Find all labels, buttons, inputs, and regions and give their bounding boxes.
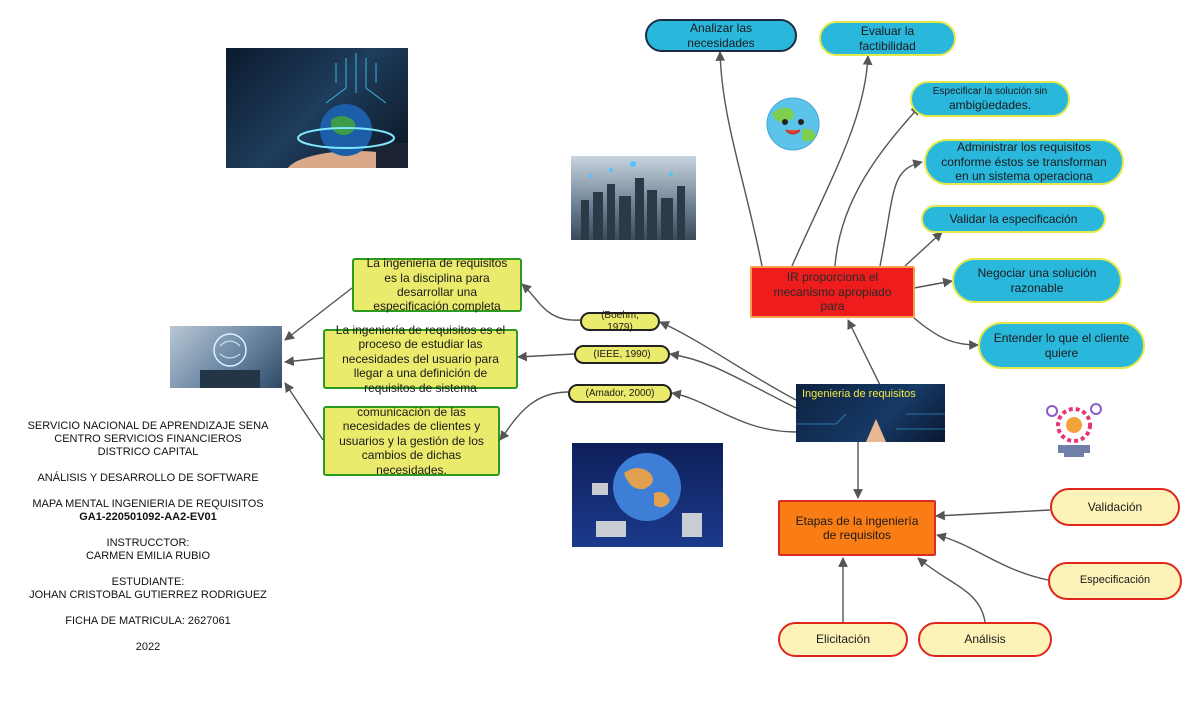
citation-ieee[interactable]: (IEEE, 1990): [574, 345, 670, 364]
link-def2-img: [284, 356, 324, 366]
gears-computer-icon: [1040, 395, 1108, 463]
node-negociar-solucion[interactable]: Negociar una solución razonable: [952, 258, 1122, 303]
link-center-amador: [671, 389, 797, 433]
definition-amador[interactable]: comunicación de las necesidades de clien…: [323, 405, 500, 477]
node-ir-mecanismo[interactable]: IR proporciona el mecanismo apropiado pa…: [750, 266, 915, 318]
node-administrar-requisitos[interactable]: Administrar los requisitos conforme ésto…: [924, 139, 1124, 185]
stage-elicitacion[interactable]: Elicitación: [778, 622, 908, 657]
brain-tech-image: [170, 326, 282, 388]
link-validacion: [935, 509, 1051, 521]
link-def3-img: [284, 382, 324, 441]
link-ir-especificar: [834, 105, 921, 267]
node-entender-cliente[interactable]: Entender lo que el cliente quiere: [978, 322, 1145, 369]
info-line: FICHA DE MATRICULA: 2627061: [65, 615, 231, 627]
info-line: SERVICIO NACIONAL DE APRENDIZAJE SENA: [27, 420, 269, 432]
smart-city-image: [571, 156, 696, 240]
info-line: ANÁLISIS Y DESARROLLO DE SOFTWARE: [37, 472, 259, 484]
globe-hand-image: [226, 48, 408, 168]
link-amador-def3: [499, 391, 569, 441]
world-network-image: [572, 443, 723, 547]
citation-boehm[interactable]: (Boehm, 1979): [580, 310, 660, 333]
link-def1-img: [284, 287, 353, 341]
link-center-ir: [847, 319, 881, 386]
link-ir-administrar: [879, 159, 923, 267]
link-ir-entender: [913, 317, 979, 350]
center-topic-label[interactable]: Ingenieria de requisitos: [802, 388, 916, 400]
info-line: ESTUDIANTE:: [111, 576, 185, 588]
link-center-boehm: [659, 321, 797, 401]
info-line: CENTRO SERVICIOS FINANCIEROS: [54, 433, 242, 445]
info-line: JOHAN CRISTOBAL GUTIERREZ RODRIGUEZ: [29, 589, 267, 601]
link-ieee-def2: [517, 351, 575, 362]
citation-amador[interactable]: (Amador, 2000): [568, 384, 672, 403]
stage-analisis[interactable]: Análisis: [918, 622, 1052, 657]
emoji-globe-image: [758, 90, 828, 158]
node-etapas[interactable]: Etapas de la ingeniería de requisitos: [778, 500, 936, 556]
definition-boehm[interactable]: La ingeniería de requisitos es la discip…: [352, 256, 522, 313]
stage-especificacion[interactable]: Especificación: [1048, 562, 1182, 600]
link-center-ieee: [669, 350, 797, 409]
stage-validacion[interactable]: Validación: [1050, 488, 1180, 526]
link-especificacion: [936, 532, 1049, 581]
center-topic-image: Ingenieria de requisitos: [796, 384, 945, 442]
link-ir-analizar: [715, 51, 763, 267]
info-line: CARMEN EMILIA RUBIO: [85, 550, 211, 562]
info-line: 2022: [135, 641, 161, 653]
node-validar-especificacion[interactable]: Validar la especificación: [921, 205, 1106, 233]
info-line: GA1-220501092-AA2-EV01: [79, 511, 217, 523]
link-ir-evaluar: [791, 55, 873, 267]
link-ir-negociar: [913, 277, 953, 289]
node-especificar-solucion[interactable]: Especificar la solución sin ambigüedades…: [910, 81, 1070, 117]
link-ir-validar: [904, 231, 943, 267]
definition-ieee[interactable]: La ingeniería de requisitos es el proces…: [323, 323, 518, 395]
link-analisis: [917, 557, 986, 623]
info-line: MAPA MENTAL INGENIERIA DE REQUISITOS: [32, 498, 264, 510]
link-boehm-def1: [521, 283, 581, 321]
author-info-block: SERVICIO NACIONAL DE APRENDIZAJE SENA CE…: [18, 420, 278, 654]
info-line: INSTRUCCTOR:: [106, 537, 190, 549]
node-analizar-necesidades[interactable]: Analizar las necesidades: [645, 19, 797, 52]
info-line: DISTRICO CAPITAL: [97, 446, 199, 458]
node-evaluar-factibilidad[interactable]: Evaluar la factibilidad: [819, 21, 956, 56]
